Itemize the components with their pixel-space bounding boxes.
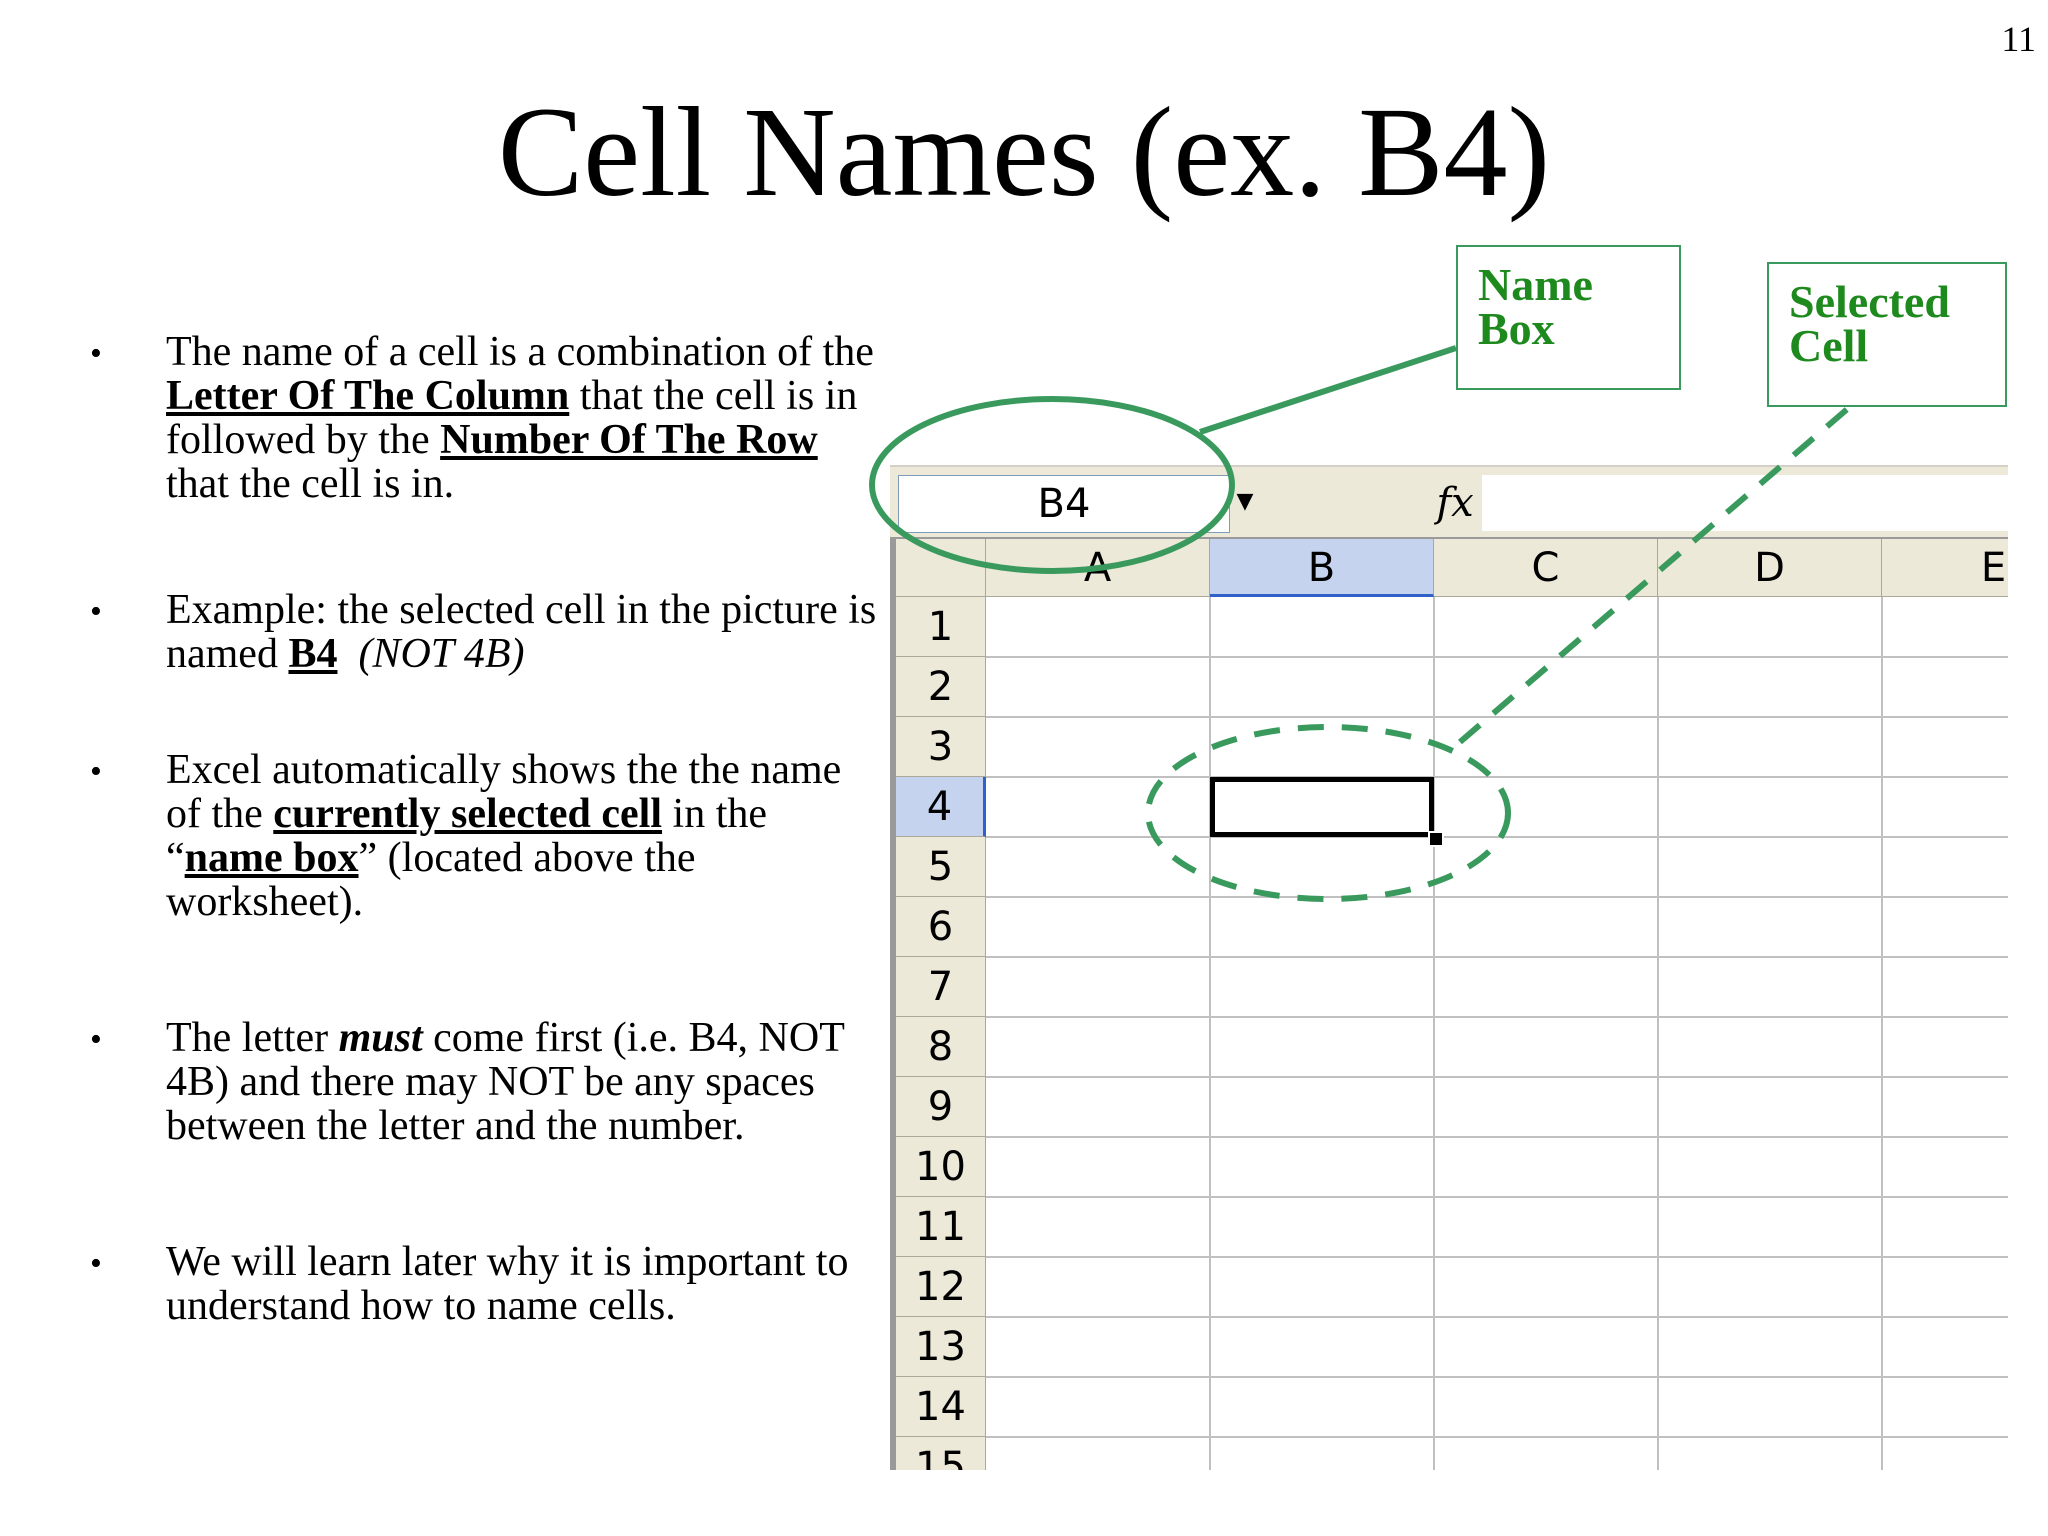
row-header[interactable]: 15	[896, 1437, 986, 1470]
grid-line	[986, 896, 2008, 898]
callout-line: Name	[1478, 259, 1593, 310]
bullet-text: that the cell is in.	[166, 461, 455, 507]
fx-icon[interactable]: fx	[1436, 480, 1474, 526]
row-header[interactable]: 10	[896, 1137, 986, 1197]
bullet-emphasis: name box	[184, 835, 359, 881]
bullet-emphasis: must	[338, 1015, 423, 1061]
grid-line	[1209, 597, 1211, 1470]
row-header[interactable]: 11	[896, 1197, 986, 1257]
callout-line: Box	[1478, 303, 1555, 354]
bullet-text: The name of a cell is a combination of t…	[166, 329, 874, 375]
worksheet-grid: A B C D E 1 2 3 4 5 6 7 8 9 10 11 12 13 …	[890, 537, 2008, 1470]
name-box-pointer-line	[1199, 345, 1457, 435]
grid-line	[986, 836, 2008, 838]
column-header-a[interactable]: A	[986, 539, 1210, 597]
row-header[interactable]: 1	[896, 597, 986, 657]
row-header[interactable]: 9	[896, 1077, 986, 1137]
bullet-item: • We will learn later why it is important…	[90, 1240, 880, 1328]
grid-line	[1433, 597, 1435, 1470]
slide-title: Cell Names (ex. B4)	[497, 81, 1551, 223]
fill-handle[interactable]	[1428, 831, 1444, 847]
row-header[interactable]: 13	[896, 1317, 986, 1377]
bullet-text: The letter	[166, 1015, 339, 1061]
bullet-emphasis: Letter Of The Column	[166, 373, 570, 419]
grid-line	[986, 1136, 2008, 1138]
bullet-icon: •	[90, 753, 102, 790]
callout-line: Cell	[1789, 320, 1869, 371]
row-header-selected[interactable]: 4	[896, 777, 986, 837]
bullet-text: in the “	[166, 791, 768, 881]
bullet-item: • Excel automatically shows the the name …	[90, 748, 880, 924]
column-header-d[interactable]: D	[1658, 539, 1882, 597]
column-header-e[interactable]: E	[1882, 539, 2008, 597]
grid-line	[986, 1196, 2008, 1198]
bullet-list: • The name of a cell is a combination of …	[90, 330, 880, 1328]
grid-line	[986, 1376, 2008, 1378]
bullet-icon: •	[90, 1021, 102, 1058]
grid-line	[986, 1016, 2008, 1018]
bullet-emphasis: Number Of The Row	[440, 417, 818, 463]
bullet-emphasis: currently selected cell	[273, 791, 663, 837]
bullet-text: that the cell is in followed by the	[166, 373, 858, 463]
grid-line	[986, 1256, 2008, 1258]
name-box[interactable]: B4	[898, 475, 1230, 533]
formula-input[interactable]	[1482, 475, 2008, 531]
row-header[interactable]: 12	[896, 1257, 986, 1317]
grid-line	[1881, 597, 1883, 1470]
bullet-text: ” (located above the worksheet).	[166, 835, 696, 925]
bullet-text: We will learn later why it is important …	[166, 1239, 849, 1329]
bullet-icon: •	[90, 1245, 102, 1282]
bullet-item: • The letter must come first (i.e. B4, NO…	[90, 1016, 880, 1148]
bullet-text: Excel automatically shows the the name o…	[166, 747, 842, 837]
bullet-item: • The name of a cell is a combination of …	[90, 330, 880, 506]
grid-line	[986, 776, 2008, 778]
row-header[interactable]: 2	[896, 657, 986, 717]
row-header[interactable]: 6	[896, 897, 986, 957]
bullet-text: come first (i.e. B4, NOT 4B) and there m…	[166, 1015, 845, 1149]
bullet-italic: (NOT 4B)	[358, 631, 525, 677]
bullet-emphasis: B4	[288, 631, 338, 677]
row-header[interactable]: 5	[896, 837, 986, 897]
row-header[interactable]: 7	[896, 957, 986, 1017]
callout-line: Selected	[1789, 276, 1950, 327]
page-number: 11	[2001, 19, 2036, 59]
formula-bar: B4 ▼ fx	[890, 465, 2008, 537]
name-box-callout: Name Box	[1456, 245, 1681, 390]
grid-line	[986, 656, 2008, 658]
row-header[interactable]: 3	[896, 717, 986, 777]
selected-cell-callout: Selected Cell	[1767, 262, 2007, 407]
grid-line	[986, 956, 2008, 958]
grid-line	[1657, 597, 1659, 1470]
select-all-corner[interactable]	[896, 539, 986, 597]
grid-line	[986, 1436, 2008, 1438]
column-header-c[interactable]: C	[1434, 539, 1658, 597]
bullet-icon: •	[90, 335, 102, 372]
row-header[interactable]: 14	[896, 1377, 986, 1437]
bullet-item: • Example: the selected cell in the pictu…	[90, 588, 880, 676]
excel-screenshot: B4 ▼ fx A B C D E 1 2 3 4 5 6 7 8 9 10 1…	[890, 465, 2008, 1470]
column-header-b[interactable]: B	[1210, 539, 1434, 597]
bullet-text: Example: the selected cell in the pictur…	[166, 587, 877, 677]
grid-line	[986, 1316, 2008, 1318]
row-header[interactable]: 8	[896, 1017, 986, 1077]
grid-line	[986, 716, 2008, 718]
bullet-icon: •	[90, 593, 102, 630]
grid-line	[986, 1076, 2008, 1078]
chevron-down-icon[interactable]: ▼	[1236, 489, 1254, 514]
selected-cell-b4[interactable]	[1210, 777, 1434, 837]
